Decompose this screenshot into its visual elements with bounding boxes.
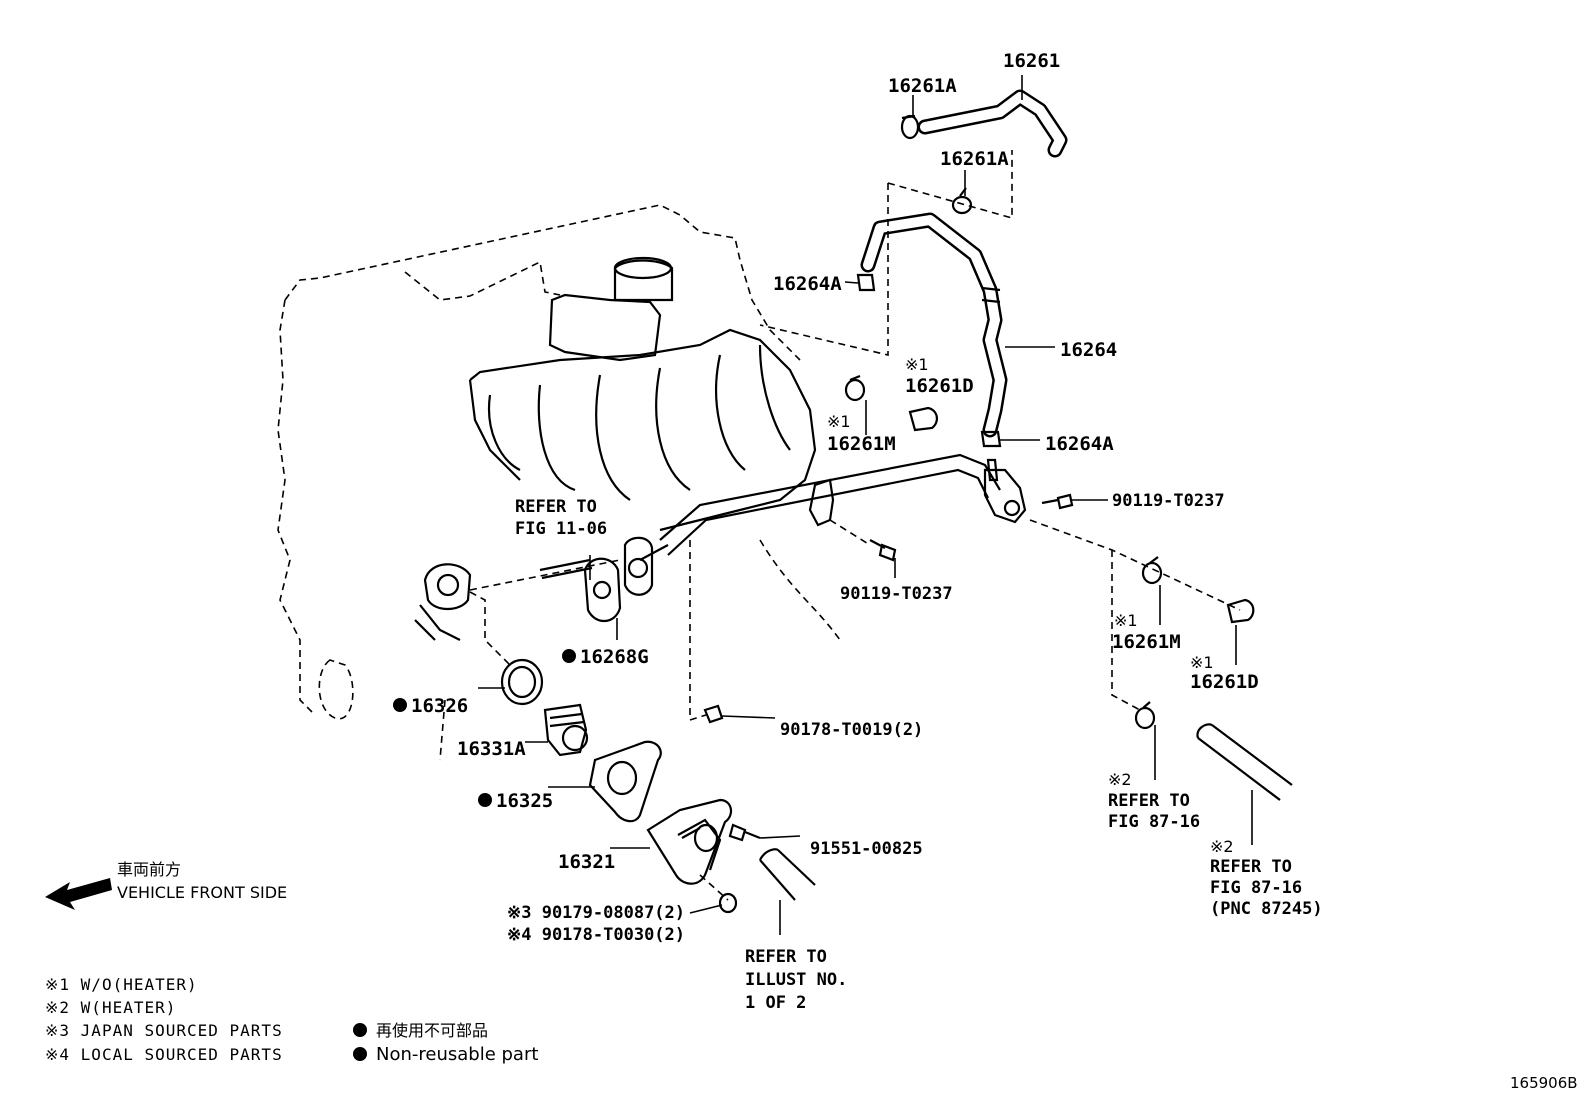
water-outlet-fitting bbox=[983, 458, 1027, 524]
label-91551[interactable]: 91551-00825 bbox=[810, 839, 923, 859]
label-16268G[interactable]: 16268G bbox=[580, 646, 649, 668]
label-16321[interactable]: 16321 bbox=[558, 851, 615, 873]
label-90119-center[interactable]: 90119-T0237 bbox=[840, 584, 953, 604]
clamp-16261M-upper[interactable] bbox=[844, 374, 866, 402]
label-16325[interactable]: 16325 bbox=[496, 790, 553, 812]
heater-hose bbox=[1196, 723, 1293, 801]
gasket-16268G[interactable] bbox=[583, 557, 622, 623]
clamp-16261A-top[interactable] bbox=[900, 114, 920, 140]
leader-16261-dashed bbox=[887, 150, 1013, 220]
ref-illust-line1: REFER TO bbox=[745, 947, 827, 967]
leader-flange-dashed bbox=[469, 559, 621, 591]
reference-notes: REFER TO FIG 11-06 ※2 REFER TO FIG 87-16… bbox=[515, 497, 1323, 1013]
ref-illust-line2: ILLUST NO. bbox=[745, 970, 847, 990]
nonreusable-dot-16268G bbox=[562, 649, 576, 663]
nut-90178-T0019[interactable] bbox=[703, 704, 724, 724]
label-16261M-upper[interactable]: 16261M bbox=[827, 433, 896, 455]
label-90178-T0030[interactable]: ※4 90178-T0030(2) bbox=[507, 925, 685, 945]
note-16261D-lower: ※1 bbox=[1190, 653, 1214, 672]
ref-heater-line2: FIG 87-16 bbox=[1108, 812, 1200, 832]
pipe-flange bbox=[623, 536, 654, 596]
direction-en: VEHICLE FRONT SIDE bbox=[117, 883, 287, 902]
label-16261A-top[interactable]: 16261A bbox=[888, 75, 957, 97]
vehicle-front-indicator: 車両前方 VEHICLE FRONT SIDE bbox=[45, 860, 287, 910]
ref-fig1106-line2: FIG 11-06 bbox=[515, 519, 607, 539]
water-inlet-16321[interactable] bbox=[646, 798, 733, 885]
water-bypass-pipe bbox=[639, 453, 1001, 561]
label-16261D-lower[interactable]: 16261D bbox=[1190, 671, 1259, 693]
figure-id: 165906B bbox=[1510, 1074, 1578, 1092]
legend-nonreuse-en: Non-reusable part bbox=[376, 1044, 538, 1065]
note-16261M-upper: ※1 bbox=[827, 412, 851, 431]
label-16261D-upper[interactable]: 16261D bbox=[905, 375, 974, 397]
label-90178-T0019[interactable]: 90178-T0019(2) bbox=[780, 720, 923, 740]
inlet-hose-end bbox=[759, 848, 816, 901]
leader-upper-dashed bbox=[759, 183, 889, 357]
bolt-91551[interactable] bbox=[728, 823, 761, 842]
label-16326[interactable]: 16326 bbox=[411, 695, 468, 717]
bolt-90119-right[interactable] bbox=[1041, 493, 1074, 510]
leader-inlet-dashed bbox=[699, 874, 729, 901]
clamp-16264A-right[interactable] bbox=[980, 430, 1002, 448]
plug-16261D-lower[interactable] bbox=[1226, 598, 1255, 624]
gasket-16325[interactable] bbox=[588, 740, 662, 823]
clamp-16261M-lower[interactable] bbox=[1141, 556, 1163, 585]
leader-heater-dashed bbox=[1029, 519, 1241, 611]
front-arrow-icon bbox=[45, 878, 112, 910]
legend-dot-jp bbox=[353, 1023, 367, 1037]
note-16261D-upper: ※1 bbox=[905, 355, 929, 374]
direction-jp: 車両前方 bbox=[117, 860, 181, 879]
nut-90179[interactable] bbox=[718, 892, 738, 914]
intake-manifold bbox=[468, 256, 817, 532]
ref-pnc-line1: REFER TO bbox=[1210, 857, 1292, 877]
bolt-90119-center[interactable] bbox=[869, 539, 897, 562]
part-labels: 16261 16261A 16261A 16264A 16264 16264A … bbox=[393, 50, 1259, 945]
label-90119-right[interactable]: 90119-T0237 bbox=[1112, 491, 1225, 511]
legend-note-2: ※2 W(HEATER) bbox=[45, 998, 176, 1017]
hose-16264[interactable] bbox=[860, 212, 1008, 438]
label-90179-08087[interactable]: ※3 90179-08087(2) bbox=[507, 903, 685, 923]
clamp-16264A-left[interactable] bbox=[856, 273, 876, 292]
clamp-heater[interactable] bbox=[1134, 701, 1156, 730]
clamp-16261A-mid[interactable] bbox=[951, 187, 973, 215]
label-16261M-lower[interactable]: 16261M bbox=[1112, 631, 1181, 653]
block-outlet-flange bbox=[414, 563, 472, 641]
legend-nonreuse-jp: 再使用不可部品 bbox=[376, 1021, 488, 1040]
leader-heater-vertical bbox=[1111, 550, 1141, 711]
leader-lines bbox=[478, 75, 1253, 935]
ref-pnc-line3: (PNC 87245) bbox=[1210, 899, 1323, 919]
leader-nut-dashed bbox=[689, 540, 707, 722]
ref-fig1106-line1: REFER TO bbox=[515, 497, 597, 517]
legend-dot-en bbox=[353, 1047, 367, 1061]
label-16261A-mid[interactable]: 16261A bbox=[940, 148, 1009, 170]
thermostat-16331A[interactable] bbox=[543, 703, 589, 757]
nonreusable-dot-16326 bbox=[393, 698, 407, 712]
ref-heater-line1: REFER TO bbox=[1108, 791, 1190, 811]
label-16264[interactable]: 16264 bbox=[1060, 339, 1117, 361]
stud-bolt bbox=[539, 558, 593, 580]
legend-note-1: ※1 W/O(HEATER) bbox=[45, 975, 198, 994]
label-16264A-right[interactable]: 16264A bbox=[1045, 433, 1114, 455]
label-16331A[interactable]: 16331A bbox=[457, 738, 526, 760]
note-16261M-lower: ※1 bbox=[1114, 611, 1138, 630]
leader-bolt-center-dashed bbox=[829, 519, 871, 546]
plug-16261D-upper[interactable] bbox=[908, 406, 938, 432]
legend-note-4: ※4 LOCAL SOURCED PARTS bbox=[45, 1045, 283, 1064]
ref-heater-note: ※2 bbox=[1108, 770, 1132, 789]
legend: ※1 W/O(HEATER) ※2 W(HEATER) ※3 JAPAN SOU… bbox=[45, 975, 538, 1065]
nonreusable-dot-16325 bbox=[478, 793, 492, 807]
engine-block-outline bbox=[277, 204, 841, 761]
ref-pnc-line2: FIG 87-16 bbox=[1210, 878, 1302, 898]
hose-16261 bbox=[917, 89, 1068, 158]
legend-note-3: ※3 JAPAN SOURCED PARTS bbox=[45, 1021, 283, 1040]
label-16264A-left[interactable]: 16264A bbox=[773, 273, 842, 295]
ref-illust-line3: 1 OF 2 bbox=[745, 993, 806, 1013]
gasket-ring-16326[interactable] bbox=[500, 658, 544, 706]
leader-thermostat-dashed bbox=[469, 591, 511, 666]
ref-pnc-note: ※2 bbox=[1210, 837, 1234, 856]
label-16261[interactable]: 16261 bbox=[1003, 50, 1060, 72]
